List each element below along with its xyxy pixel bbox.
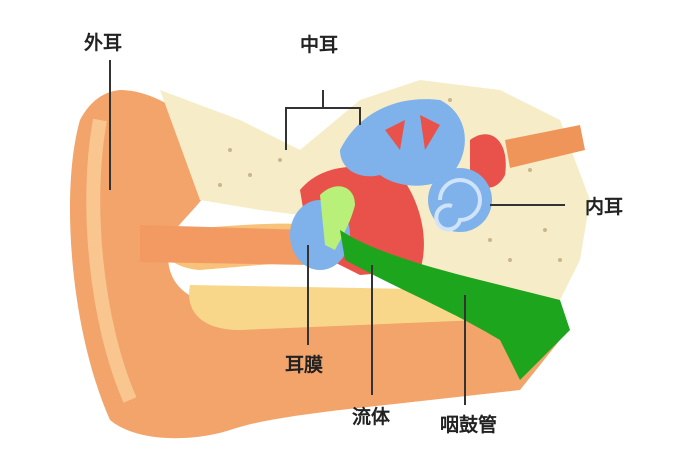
ear-canal-lower xyxy=(189,285,481,330)
leader-lines xyxy=(109,60,565,405)
label-eustachian-tube: 咽鼓管 xyxy=(440,414,498,436)
ossicle-shape xyxy=(320,186,355,250)
label-fluid: 流体 xyxy=(352,406,391,428)
cochlea-spiral xyxy=(434,178,482,232)
eustachian-tube-shape xyxy=(340,230,570,380)
label-outer-ear: 外耳 xyxy=(84,32,123,54)
cochlea xyxy=(428,168,492,232)
auditory-nerve xyxy=(505,125,585,168)
canal-inner xyxy=(385,115,440,150)
helix-rim xyxy=(86,118,137,403)
label-inner-ear: 内耳 xyxy=(585,196,624,218)
label-middle-ear: 中耳 xyxy=(300,34,339,56)
ear-canal xyxy=(140,225,310,265)
label-eardrum: 耳膜 xyxy=(285,354,324,376)
semicircular-canals xyxy=(340,99,465,186)
